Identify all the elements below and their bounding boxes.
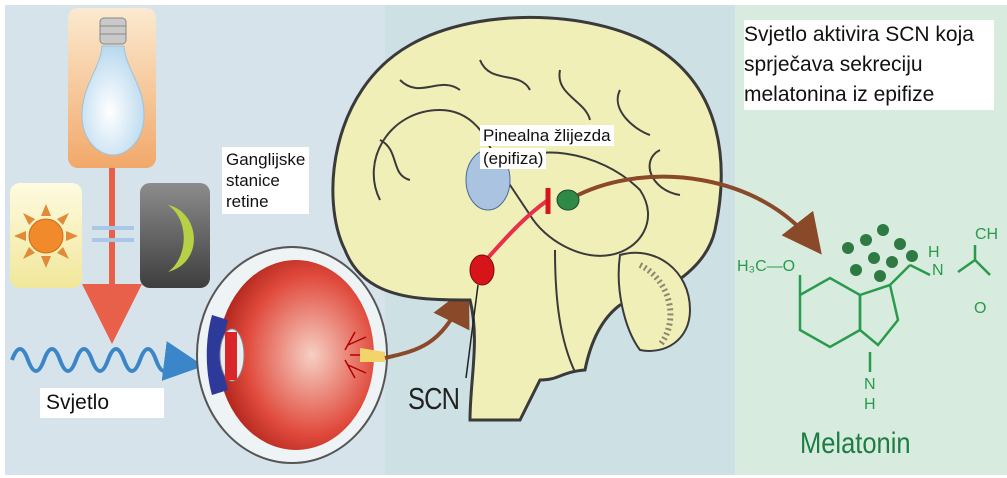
pineal-gland-alt-label: (epifiza) (480, 148, 546, 169)
light-wave-arrow (172, 362, 188, 364)
light-label: Svjetlo (40, 388, 164, 418)
amide-nitrogen-label: N (932, 262, 944, 280)
scn-nucleus-icon (470, 255, 494, 285)
ganglion-cells-label: Ganglijske stanice retine (222, 147, 309, 214)
moon-icon (140, 183, 210, 288)
pineal-gland-label: Pinealna žlijezda (480, 125, 614, 146)
indole-hydrogen-label: H (864, 396, 876, 414)
indole-nitrogen-label: N (864, 376, 876, 394)
scn-label: SCN (408, 380, 459, 419)
melatonin-label: Melatonin (800, 425, 911, 463)
light-bulb-icon (68, 8, 156, 168)
carbonyl-oxygen-label: O (974, 300, 986, 318)
explanation-text: Svjetlo aktivira SCN koja sprječava sekr… (744, 20, 994, 110)
methyl-group-label: CH (975, 226, 998, 244)
pineal-gland-icon (557, 190, 579, 210)
methoxy-group-label: H₃C—O (737, 258, 795, 276)
amide-hydrogen-label: H (928, 244, 940, 262)
sun-icon (10, 183, 82, 288)
eye-icon (197, 247, 387, 463)
